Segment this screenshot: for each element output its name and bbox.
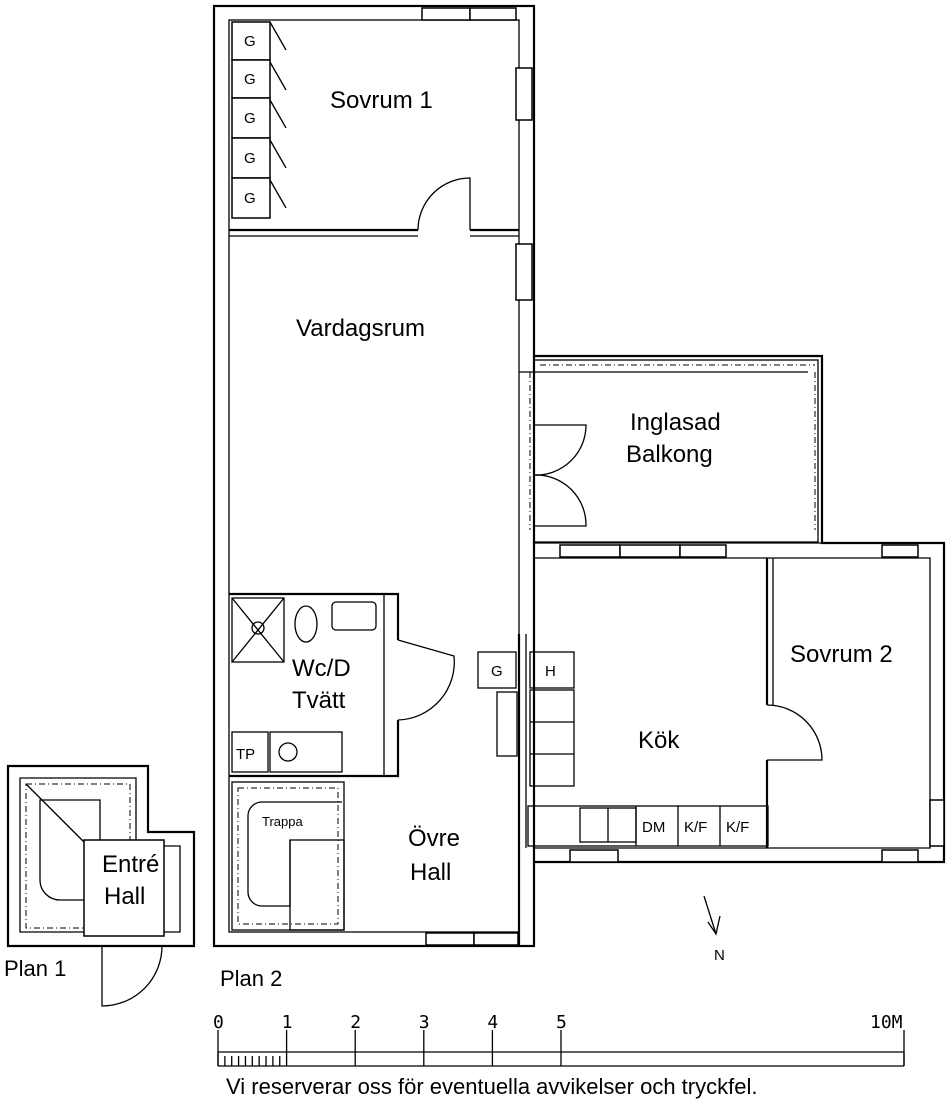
- sovrum1-label: Sovrum 1: [330, 87, 433, 114]
- windows: [421, 7, 945, 946]
- ovre-label-2: Hall: [410, 859, 451, 886]
- wardrobe-label-5: G: [244, 190, 256, 207]
- wardrobe-2: [231, 59, 271, 99]
- kf1-label: K/F: [684, 819, 707, 836]
- balkong-label-2: Balkong: [626, 441, 713, 468]
- wardrobe-1: [231, 21, 271, 61]
- scale-tick-label: 0: [213, 1012, 224, 1033]
- north-arrow: N: [703, 895, 725, 964]
- wc-label-2: Tvätt: [292, 687, 346, 714]
- plan2-label: Plan 2: [220, 966, 282, 991]
- wc-label-1: Wc/D: [292, 655, 351, 682]
- scale-bar: 0 1 2 3 4 5 10M: [213, 1012, 905, 1067]
- scale-tick-label: 5: [556, 1012, 567, 1033]
- plan1-walls: Entré Hall: [6, 764, 196, 1007]
- wardrobes: G G G G G: [231, 21, 287, 219]
- washbasin-icon: [278, 742, 298, 762]
- kitchen-g-box: [477, 651, 517, 689]
- balkong-label-1: Inglasad: [630, 409, 721, 436]
- plan2-walls: [212, 4, 946, 948]
- shower: [231, 597, 285, 663]
- kok-label: Kök: [638, 727, 680, 754]
- doors: [397, 177, 823, 761]
- entre-label-2: Hall: [104, 883, 145, 910]
- wardrobe-4: [231, 137, 271, 179]
- entre-label-1: Entré: [102, 851, 159, 878]
- north-label: N: [714, 947, 725, 964]
- scale-tick-label: 1: [282, 1012, 293, 1033]
- scale-tick-label: 2: [350, 1012, 361, 1033]
- wardrobe-label-4: G: [244, 150, 256, 167]
- dm-label: DM: [642, 819, 665, 836]
- wardrobe-label-3: G: [244, 110, 256, 127]
- wardrobe-5: [231, 177, 271, 219]
- kitchen-h-label: H: [545, 663, 556, 680]
- room-labels: Sovrum 1 Vardagsrum Inglasad Balkong Sov…: [292, 87, 893, 886]
- scale-tick-label: 10M: [870, 1012, 903, 1033]
- kitchen-g-label: G: [491, 663, 503, 680]
- tp-label: TP: [236, 746, 255, 763]
- wc-fixtures: TP: [231, 597, 377, 773]
- scale-tick-label: 3: [419, 1012, 430, 1033]
- kitchen-h-box: [529, 651, 575, 689]
- plan1-label: Plan 1: [4, 956, 66, 981]
- toilet-icon: [294, 605, 318, 643]
- wardrobe-label-1: G: [244, 33, 256, 50]
- ovre-label-1: Övre: [408, 825, 460, 852]
- sovrum2-label: Sovrum 2: [790, 641, 893, 668]
- sink-icon: [331, 601, 377, 631]
- stairs: Trappa: [231, 781, 345, 931]
- trappa-label: Trappa: [262, 814, 303, 829]
- scale-tick-label: 4: [487, 1012, 498, 1033]
- vardagsrum-label: Vardagsrum: [296, 315, 425, 342]
- wardrobe-label-2: G: [244, 71, 256, 88]
- disclaimer: Vi reserverar oss för eventuella avvikel…: [226, 1074, 757, 1099]
- kitchen-fixtures: G H DM K/F K/F: [477, 651, 769, 847]
- kf2-label: K/F: [726, 819, 749, 836]
